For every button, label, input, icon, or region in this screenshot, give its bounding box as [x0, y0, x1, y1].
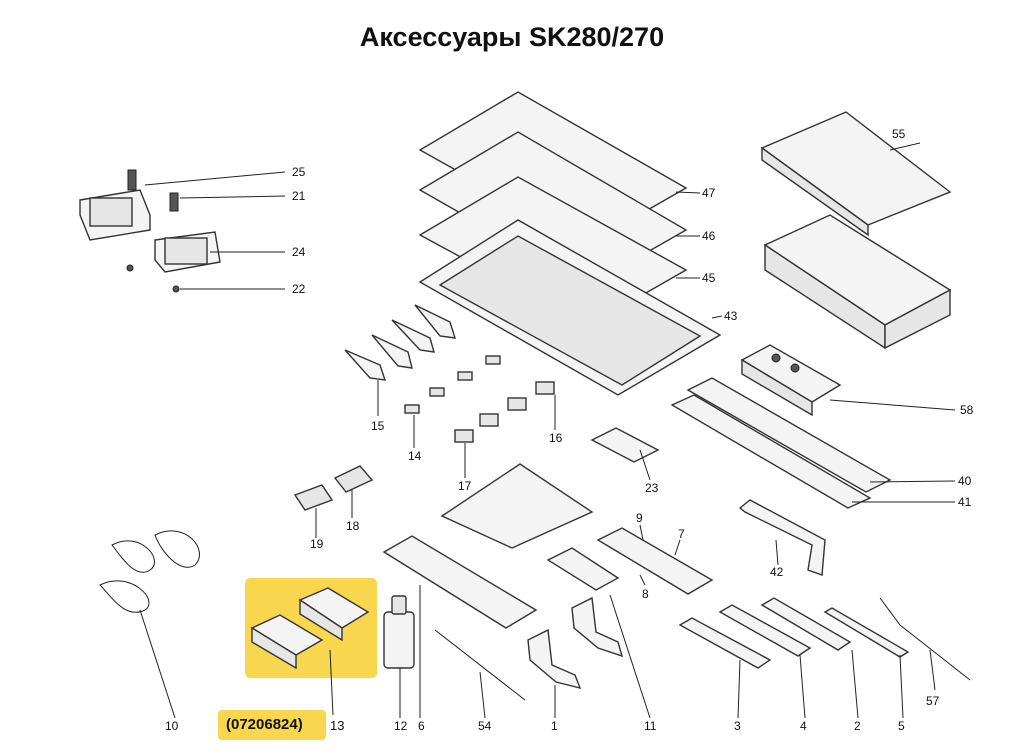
label-6: 6 [418, 719, 425, 733]
label-24: 24 [292, 245, 306, 259]
label-19: 19 [310, 537, 324, 551]
label-1: 1 [551, 719, 558, 733]
label-3: 3 [734, 719, 741, 733]
label-40: 40 [958, 474, 972, 488]
page-title: Аксессуары SK280/270 [359, 22, 665, 52]
label-9: 9 [636, 511, 643, 525]
label-10: 10 [165, 719, 179, 733]
part-12 [383, 595, 415, 669]
label-23: 23 [645, 481, 659, 495]
label-46: 46 [702, 229, 716, 243]
part-sheets [418, 91, 722, 396]
part-7 [596, 527, 714, 595]
label-13: 13 [330, 718, 345, 733]
label-16: 16 [549, 431, 563, 445]
label-22: 22 [292, 282, 306, 296]
part-switch-boxes [79, 169, 221, 293]
label-2: 2 [854, 719, 861, 733]
part-6 [382, 535, 538, 629]
part-code-highlight [218, 710, 326, 740]
part-19 [293, 484, 334, 511]
part-54 [434, 629, 526, 701]
label-55: 55 [892, 127, 906, 141]
part-18 [333, 465, 374, 493]
part-labels: 25 21 24 22 47 46 45 43 55 58 40 41 42 1… [165, 127, 974, 733]
leader-lines [139, 142, 956, 719]
part-13 [250, 587, 370, 670]
label-42: 42 [770, 565, 784, 579]
label-8: 8 [642, 587, 649, 601]
part-58 [740, 344, 842, 417]
part-23 [590, 427, 660, 463]
label-15: 15 [371, 419, 385, 433]
label-41: 41 [958, 495, 972, 509]
part-10-wires [99, 530, 200, 613]
label-21: 21 [292, 189, 306, 203]
label-25: 25 [292, 165, 306, 179]
part-storage-box [760, 111, 952, 350]
label-43: 43 [724, 309, 738, 323]
label-47: 47 [702, 186, 716, 200]
label-11: 11 [644, 719, 657, 733]
label-5: 5 [898, 719, 905, 733]
label-14: 14 [408, 449, 422, 463]
label-17: 17 [458, 479, 472, 493]
part-latch-tools [678, 597, 971, 681]
part-clips [344, 304, 555, 443]
part-sheet-large [440, 463, 594, 549]
label-58: 58 [960, 403, 974, 417]
label-54: 54 [478, 719, 492, 733]
label-57: 57 [926, 694, 940, 708]
label-12: 12 [394, 719, 408, 733]
part-42 [738, 499, 826, 576]
label-45: 45 [702, 271, 716, 285]
label-18: 18 [346, 519, 360, 533]
label-4: 4 [800, 719, 807, 733]
part-rails [670, 377, 892, 509]
part-11 [546, 547, 620, 591]
part-clamps [527, 596, 624, 690]
part-code: (07206824) [226, 716, 303, 733]
label-7: 7 [678, 527, 685, 541]
